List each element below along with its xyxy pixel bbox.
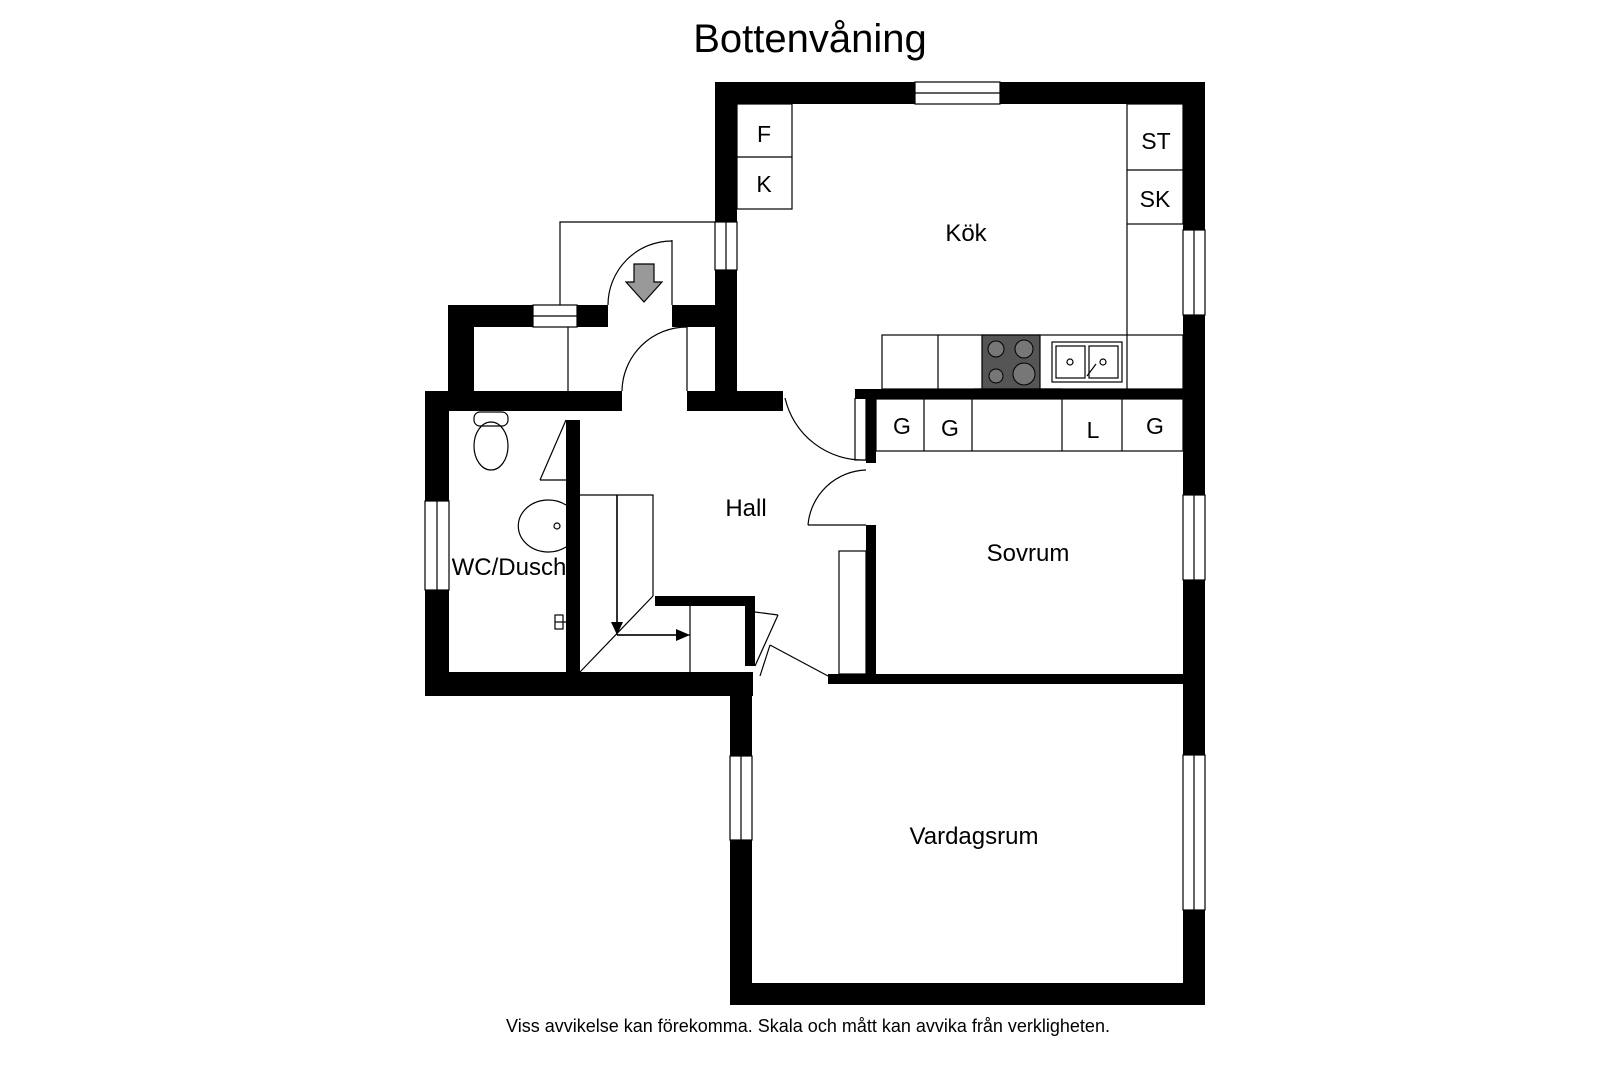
wall-kitchen-top-left <box>715 82 915 104</box>
label-wardrobe-g1: G <box>893 413 911 439</box>
label-wardrobe-g3: G <box>1146 413 1164 439</box>
stove-burner-icon <box>988 368 1004 384</box>
floor-title: Bottenvåning <box>693 17 927 61</box>
entrance-arrow-icon <box>624 263 664 303</box>
stair-arrowhead-icon <box>676 629 690 641</box>
wall-bedroom-left-1 <box>866 398 876 463</box>
wall-right-2 <box>1183 315 1205 495</box>
doors <box>539 326 867 677</box>
room-label-bedroom: Sovrum <box>987 540 1070 567</box>
wall-wc-top <box>425 391 622 411</box>
stairs <box>579 494 691 673</box>
label-wardrobe-l: L <box>1087 417 1100 443</box>
label-wardrobe-g2: G <box>941 415 959 441</box>
wc-fixtures <box>473 411 567 630</box>
windows <box>424 81 1206 911</box>
wall-storage-right <box>715 305 737 410</box>
wall-closet-right <box>745 596 755 666</box>
door-stair-closet <box>754 614 779 667</box>
label-st: ST <box>1141 128 1170 154</box>
stair-arrowhead-icon <box>611 622 623 635</box>
stove-burner-icon <box>987 340 1005 358</box>
walls <box>425 82 1205 1005</box>
wall-right-1 <box>1183 82 1205 230</box>
room-label-living-room: Vardagsrum <box>910 823 1039 850</box>
door-living <box>769 644 829 677</box>
kitchen-sink <box>1051 341 1123 383</box>
wardrobes <box>875 398 1184 452</box>
wall-wc-partition <box>566 420 580 695</box>
room-label-hall: Hall <box>725 495 766 522</box>
room-labels: Kök Hall Sovrum Vardagsrum WC/Dusch <box>452 220 1070 850</box>
stove-burner-icon <box>1014 339 1034 359</box>
wall-bedroom-left-2 <box>866 525 876 677</box>
wardrobe-row <box>875 398 1184 452</box>
label-sk: SK <box>1140 186 1171 212</box>
wall-wc-bottom <box>425 672 753 696</box>
wall-kitchen-bedroom <box>855 389 1205 399</box>
tall-cabinets <box>1126 103 1184 225</box>
wall-bedroom-bottom <box>828 674 1205 684</box>
kitchen-fixtures <box>736 103 1184 390</box>
wall-bottom <box>730 983 1205 1005</box>
wall-kitchen-left-1 <box>715 82 737 222</box>
wall-right-4 <box>1183 910 1205 1005</box>
room-label-kitchen: Kök <box>945 220 987 247</box>
cabinet-labels: F K ST SK G G L G <box>756 121 1171 443</box>
toilet-icon <box>473 421 509 471</box>
room-label-wc: WC/Dusch <box>452 554 567 581</box>
wall-living-left-2 <box>730 840 752 1005</box>
bedroom-closet <box>838 550 867 675</box>
disclaimer-text: Viss avvikelse kan förekomma. Skala och … <box>506 1016 1110 1036</box>
label-freezer: K <box>756 171 772 197</box>
wall-kitchen-top-right <box>1000 82 1205 104</box>
sink-icon <box>517 499 567 553</box>
wall-storage-top-mid <box>577 305 608 327</box>
porch <box>559 221 715 306</box>
wall-closet-top <box>655 596 755 606</box>
stove-burner-icon <box>1012 362 1036 386</box>
label-fridge: F <box>757 121 771 147</box>
toilet-tank-icon <box>473 411 509 427</box>
faucet-icon <box>1086 363 1097 377</box>
wall-right-3 <box>1183 580 1205 755</box>
wall-wc-left-1 <box>425 391 449 501</box>
